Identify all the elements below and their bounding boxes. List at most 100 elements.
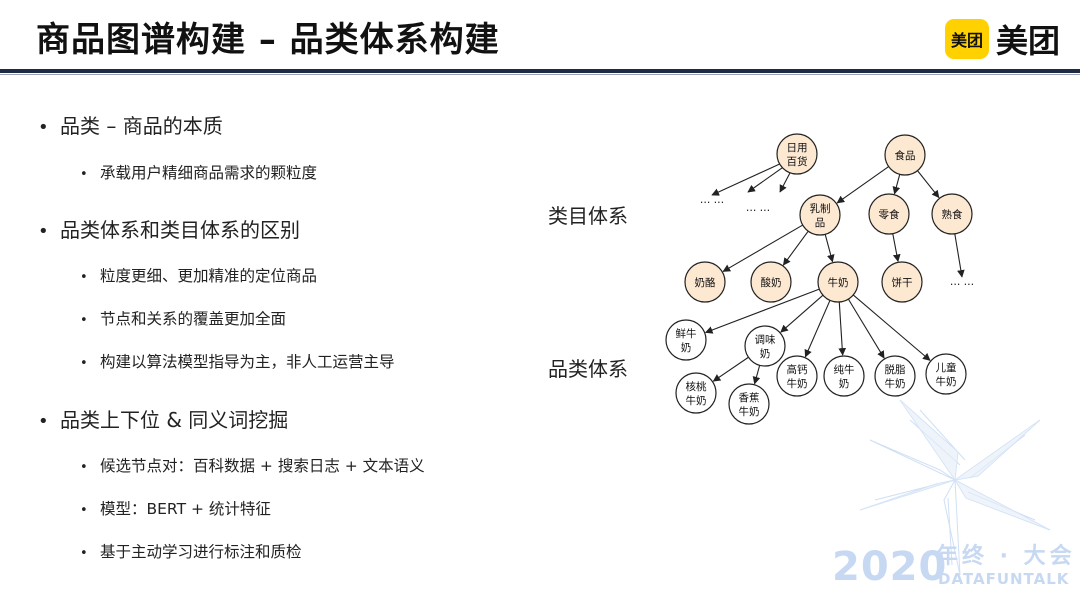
ellipsis-dots3: … … <box>950 276 974 288</box>
node-circle <box>925 353 967 395</box>
node-label: 纯牛 <box>834 363 855 376</box>
node-label: 饼干 <box>892 276 913 289</box>
edge-ruzhipin-nailao <box>722 224 803 272</box>
node-label: 核桃 <box>686 380 707 393</box>
edge-niunai-tiaoweinai <box>780 294 824 333</box>
bullet-dot-icon: • <box>80 460 88 475</box>
watermark-en: DATAFUNTALK <box>938 570 1070 588</box>
tree-node-shushi: 熟食 <box>931 193 973 235</box>
ellipsis-dots2: … … <box>746 202 770 214</box>
node-circle <box>728 383 770 425</box>
node-label: 牛奶 <box>936 375 957 388</box>
sub-bullet-item: • 候选节点对：百科数据 + 搜索日志 + 文本语义 <box>80 454 425 476</box>
bullet-text: 品类上下位 & 同义词挖掘 <box>60 408 289 432</box>
edge-tiaoweinai-hetao <box>712 356 749 382</box>
header-divider-thin <box>0 74 1080 75</box>
edge-shipin-shushi <box>917 170 940 199</box>
edge-riyong-dots1 <box>711 163 780 196</box>
node-circle <box>823 355 865 397</box>
bullet-item: •品类体系和类目体系的区别 <box>38 214 300 243</box>
sub-bullet-text: 构建以算法模型指导为主，非人工运营主导 <box>100 353 395 371</box>
meituan-logo-text: 美团 <box>996 22 1061 60</box>
meituan-logo-badge: 美团 <box>945 19 989 59</box>
node-label: 奶 <box>760 348 771 360</box>
sub-bullet-item: •基于主动学习进行标注和质检 <box>80 540 302 562</box>
bullet-dot-icon: • <box>38 411 49 432</box>
sub-bullet-item: •模型：BERT + 统计特征 <box>80 497 271 519</box>
edge-niunai-tuozhi <box>847 298 885 359</box>
node-circle <box>799 194 841 236</box>
edge-shipin-lingshi <box>892 174 901 195</box>
node-circle <box>684 261 726 303</box>
tree-node-tiaoweinai: 调味奶 <box>744 325 786 367</box>
sub-bullet-item: • 粒度更细、更加精准的定位商品 <box>80 264 317 286</box>
node-circle <box>665 319 707 361</box>
node-circle <box>931 193 973 235</box>
node-label: 百货 <box>787 155 808 168</box>
node-circle <box>750 261 792 303</box>
node-circle <box>776 133 818 175</box>
tree-node-nailao: 奶酪 <box>684 261 726 303</box>
edge-ruzhipin-niunai <box>824 234 835 263</box>
node-circle <box>868 193 910 235</box>
sub-bullet-text: 承载用户精细商品需求的颗粒度 <box>100 164 318 182</box>
node-label: 食品 <box>895 149 916 162</box>
node-label: 奶酪 <box>695 276 716 289</box>
tree-node-xianniunai: 鲜牛奶 <box>665 319 707 361</box>
node-label: 牛奶 <box>787 377 808 390</box>
node-label: 日用 <box>787 142 808 154</box>
node-label: 香蕉 <box>739 392 760 404</box>
watermark-cn: 年终 · 大会 <box>936 544 1076 569</box>
node-label: 高钙 <box>787 363 808 376</box>
tree-node-chunniunai: 纯牛奶 <box>823 355 865 397</box>
tree-node-ruzhipin: 乳制品 <box>799 194 841 236</box>
bullet-dot-icon: • <box>80 356 88 371</box>
node-circle <box>881 261 923 303</box>
sub-bullet-text: 基于主动学习进行标注和质检 <box>100 543 302 561</box>
sub-bullet-item: • 承载用户精细商品需求的颗粒度 <box>80 161 317 183</box>
node-label: 乳制 <box>810 202 831 215</box>
sub-bullet-item: • 构建以算法模型指导为主，非人工运营主导 <box>80 350 395 372</box>
bullet-item: •品类 – 商品的本质 <box>38 110 223 139</box>
edge-riyong-dots2a <box>747 167 783 193</box>
node-label: 牛奶 <box>739 405 760 418</box>
node-label: 零食 <box>879 208 900 221</box>
node-label: 鲜牛 <box>676 327 697 340</box>
edge-niunai-xianniunai <box>704 288 820 334</box>
node-circle <box>884 134 926 176</box>
node-label: 酸奶 <box>761 276 782 289</box>
edge-shushi-dots3 <box>954 233 965 278</box>
sub-bullet-text: 候选节点对：百科数据 + 搜索日志 + 文本语义 <box>100 457 425 475</box>
category-system-label: 类目体系 <box>548 204 628 228</box>
starburst-watermark-icon <box>859 399 1051 576</box>
node-label: 调味 <box>755 334 776 346</box>
edge-tiaoweinai-xiangjiao <box>752 365 761 385</box>
sub-bullet-text: 粒度更细、更加精准的定位商品 <box>100 267 318 285</box>
node-label: 脱脂 <box>885 363 906 376</box>
bullet-dot-icon: • <box>80 270 88 285</box>
edge-ruzhipin-suannai <box>782 230 809 266</box>
bullet-dot-icon: • <box>80 313 88 328</box>
header-divider <box>0 69 1080 73</box>
node-label: 儿童 <box>936 361 957 374</box>
sub-bullet-text: 模型：BERT + 统计特征 <box>100 500 271 518</box>
edge-niunai-chunniunai <box>838 301 847 356</box>
page-title: 商品图谱构建 – 品类体系构建 <box>36 20 500 60</box>
node-label: 牛奶 <box>686 394 707 407</box>
bullet-dot-icon: • <box>80 167 88 182</box>
node-label: 品 <box>815 217 826 229</box>
node-label: 牛奶 <box>828 276 849 289</box>
sub-bullet-item: •节点和关系的覆盖更加全面 <box>80 307 286 329</box>
tree-node-suannai: 酸奶 <box>750 261 792 303</box>
tree-node-niunai: 牛奶 <box>817 261 859 303</box>
tree-node-lingshi: 零食 <box>868 193 910 235</box>
node-label: 奶 <box>681 342 692 354</box>
node-circle <box>874 355 916 397</box>
edge-niunai-gaogai <box>804 300 831 358</box>
node-circle <box>675 372 717 414</box>
